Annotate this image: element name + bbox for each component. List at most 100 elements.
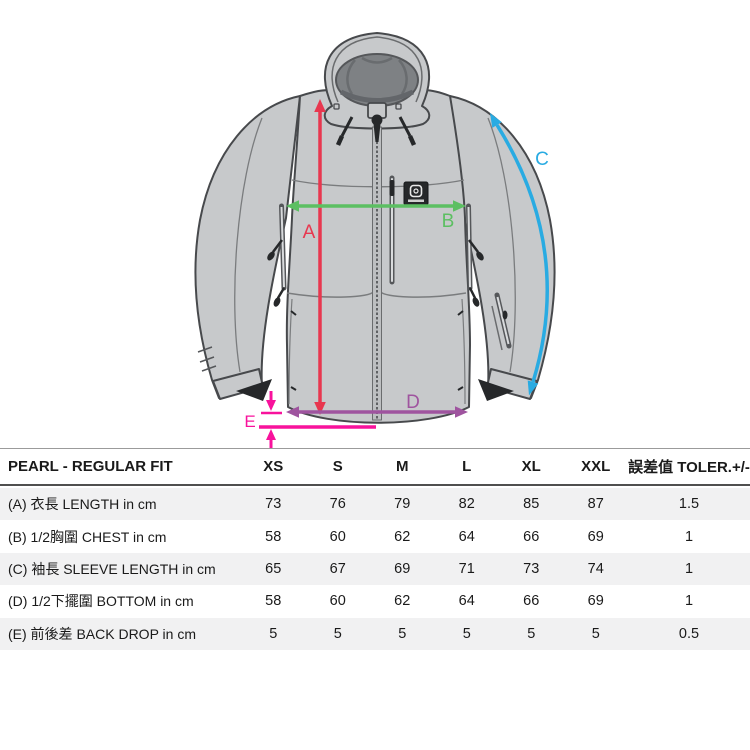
waist-seam bbox=[286, 291, 467, 298]
measure-a-arrowhead-bottom bbox=[314, 402, 326, 415]
left-cuff-tab bbox=[236, 379, 272, 401]
forearm-zipper-pull bbox=[502, 310, 508, 320]
value-D-誤差值 TOLER.+/-: 1 bbox=[684, 593, 694, 610]
value-C-M: 69 bbox=[394, 560, 411, 577]
value-D-XS: 58 bbox=[265, 593, 282, 610]
value-B-XXL: 69 bbox=[587, 528, 604, 545]
value-E-XXL: 5 bbox=[591, 625, 600, 642]
value-C-誤差值 TOLER.+/-: 1 bbox=[684, 560, 694, 577]
value-B-L: 64 bbox=[458, 528, 475, 545]
jacket-right-sleeve bbox=[449, 95, 556, 399]
measure-c-arrowhead-bottom bbox=[527, 380, 539, 396]
value-E-誤差值 TOLER.+/-: 0.5 bbox=[678, 625, 700, 642]
measure-label-d: D bbox=[406, 392, 420, 413]
drawcords bbox=[340, 116, 412, 137]
logo-text-line bbox=[408, 199, 424, 202]
value-B-S: 60 bbox=[329, 528, 346, 545]
measure-c: C bbox=[490, 113, 549, 396]
value-B-M: 62 bbox=[394, 528, 411, 545]
hood-rim-line bbox=[331, 36, 423, 103]
measure-label-b: B bbox=[442, 211, 455, 232]
value-C-XL: 73 bbox=[523, 560, 540, 577]
sleeve-seams bbox=[234, 117, 516, 373]
column-header-L: L bbox=[462, 458, 472, 475]
jacket-diagram-svg: A B C D bbox=[194, 32, 556, 448]
jacket-illustration bbox=[194, 32, 556, 424]
table-title: PEARL - REGULAR FIT bbox=[8, 458, 173, 475]
hood-opening-shadow bbox=[346, 56, 408, 95]
measurement-label-D: (D) 1/2下擺圍 BOTTOM in cm bbox=[8, 593, 194, 610]
value-B-XS: 58 bbox=[265, 528, 282, 545]
measure-c-arrowhead-top bbox=[490, 113, 502, 128]
left-pocket-bottom-pull bbox=[273, 297, 281, 307]
logo-glyph bbox=[413, 188, 419, 194]
seam-notches bbox=[290, 310, 464, 391]
drawcord-aglets bbox=[335, 135, 417, 146]
forearm-zipper-flap bbox=[491, 305, 503, 351]
value-D-XXL: 69 bbox=[587, 593, 604, 610]
column-header-S: S bbox=[332, 458, 343, 475]
measure-b-arrowhead-left bbox=[286, 200, 299, 212]
measure-b-arrowhead-right bbox=[453, 200, 466, 212]
value-A-L: 82 bbox=[458, 496, 475, 513]
value-E-L: 5 bbox=[462, 625, 471, 642]
measure-d-arrowhead-right bbox=[455, 406, 468, 418]
table-row-D: (D) 1/2下擺圍 BOTTOM in cm 58 60 62 64 66 69 1 bbox=[0, 585, 750, 618]
value-C-L: 71 bbox=[458, 560, 475, 577]
value-D-XL: 66 bbox=[523, 593, 540, 610]
measure-a: A bbox=[303, 99, 326, 415]
value-E-XL: 5 bbox=[527, 625, 536, 642]
left-pocket-slider-cord bbox=[272, 239, 286, 299]
value-D-M: 62 bbox=[394, 593, 411, 610]
right-pocket-slider bbox=[476, 251, 484, 261]
measure-label-c: C bbox=[535, 149, 549, 170]
column-header-誤差值 TOLER.+/-: 誤差值 TOLER.+/- bbox=[628, 459, 750, 476]
measure-label-a: A bbox=[303, 222, 316, 243]
value-A-XL: 85 bbox=[523, 496, 540, 513]
left-pocket-zipper-inner bbox=[280, 206, 285, 288]
measure-c-curve bbox=[495, 124, 549, 383]
measurement-label-A: (A) 衣長 LENGTH in cm bbox=[8, 496, 157, 513]
value-D-S: 60 bbox=[329, 593, 346, 610]
column-header-XS: XS bbox=[263, 458, 284, 475]
measure-label-e: E bbox=[244, 412, 255, 431]
collar-eyelet-left bbox=[333, 103, 340, 110]
logo-emblem bbox=[409, 184, 423, 198]
measure-b: B bbox=[286, 200, 466, 232]
jacket-measurement-diagram: A B C D bbox=[194, 32, 556, 448]
measurement-label-B: (B) 1/2胸圍 CHEST in cm bbox=[8, 528, 167, 545]
value-C-XXL: 74 bbox=[587, 560, 604, 577]
value-A-S: 76 bbox=[329, 496, 346, 513]
jacket-left-sleeve bbox=[194, 95, 301, 399]
value-A-XS: 73 bbox=[265, 496, 282, 513]
left-cuff-hatch bbox=[197, 346, 217, 372]
panel-seams bbox=[288, 298, 466, 405]
main-zipper-pull bbox=[371, 114, 383, 126]
column-header-XL: XL bbox=[521, 458, 541, 475]
right-pocket-zipper-inner bbox=[467, 206, 471, 288]
measure-d-arrowhead-left bbox=[286, 406, 299, 418]
collar-eyelet-right bbox=[395, 103, 402, 110]
column-header-XXL: XXL bbox=[581, 458, 611, 475]
measure-e-arrowhead-down bbox=[266, 400, 276, 411]
right-pocket-bottom-pull bbox=[472, 297, 480, 307]
value-D-L: 64 bbox=[458, 593, 475, 610]
value-E-S: 5 bbox=[333, 625, 342, 642]
measure-e-arrowhead-up bbox=[266, 429, 276, 440]
value-E-M: 5 bbox=[398, 625, 407, 642]
chest-pocket-pull bbox=[389, 180, 395, 196]
measurement-label-E: (E) 前後差 BACK DROP in cm bbox=[8, 625, 196, 642]
value-B-誤差值 TOLER.+/-: 1 bbox=[684, 528, 694, 545]
forearm-zipper-inner bbox=[496, 296, 510, 345]
value-A-XXL: 87 bbox=[587, 496, 604, 513]
measure-d: D bbox=[286, 392, 468, 418]
left-pocket-slider bbox=[267, 251, 275, 261]
value-C-S: 67 bbox=[329, 560, 346, 577]
main-zipper-pull-tab bbox=[373, 124, 381, 142]
